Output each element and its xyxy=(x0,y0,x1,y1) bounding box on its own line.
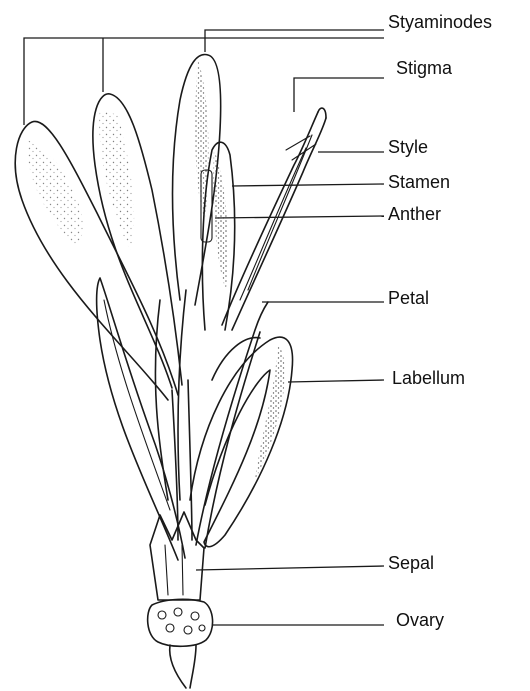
labellum xyxy=(190,337,293,547)
stamen-anther xyxy=(201,142,235,330)
label-stigma: Stigma xyxy=(396,58,452,79)
leader-sepal xyxy=(196,566,384,570)
ovary xyxy=(148,599,213,688)
label-style: Style xyxy=(388,137,428,158)
label-petal: Petal xyxy=(388,288,429,309)
left-staminode xyxy=(15,121,178,400)
label-ovary: Ovary xyxy=(396,610,444,631)
label-anther: Anther xyxy=(388,204,441,225)
sepal-tube xyxy=(150,380,204,600)
label-styaminodes: Styaminodes xyxy=(388,12,492,33)
label-sepal: Sepal xyxy=(388,553,434,574)
label-labellum: Labellum xyxy=(392,368,465,389)
label-stamen: Stamen xyxy=(388,172,450,193)
leader-stamen xyxy=(232,184,384,186)
leader-anther xyxy=(215,216,384,218)
style-and-stigma xyxy=(222,108,326,330)
middle-staminode xyxy=(93,94,182,388)
leader-labellum xyxy=(288,380,384,382)
leader-stigma xyxy=(294,78,384,112)
